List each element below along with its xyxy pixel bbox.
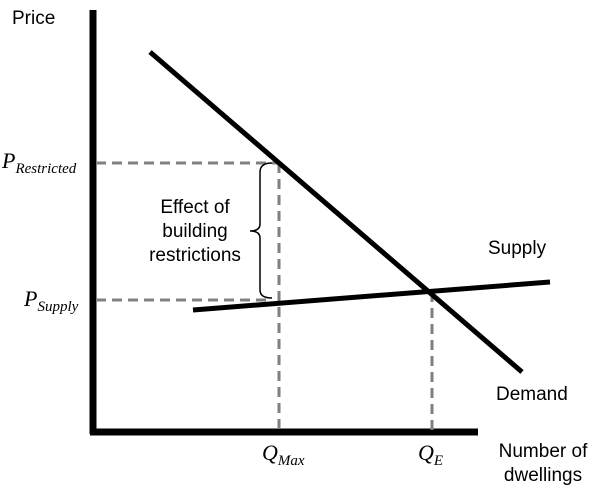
x-axis-label-line: Number of (498, 441, 588, 462)
supply-label: Supply (488, 238, 547, 259)
annotation-line: Effect of (160, 197, 230, 218)
annotation-text: Effect of building restrictions (140, 196, 250, 268)
brace (249, 162, 273, 299)
q-max-label: QMax (262, 440, 305, 469)
demand-label: Demand (496, 384, 568, 405)
supply-curve (192, 279, 551, 313)
x-axis-label-line: dwellings (503, 465, 583, 486)
y-axis-label: Price (12, 8, 56, 29)
p-supply-label: PSupply (24, 286, 79, 315)
annotation-line: building (162, 221, 228, 242)
q-e-label: QE (418, 440, 444, 469)
x-axis-label: Number of dwellings (488, 440, 598, 488)
annotation-line: restrictions (149, 245, 241, 266)
p-restricted-label: PRestricted (2, 148, 77, 177)
demand-curve (148, 50, 524, 374)
